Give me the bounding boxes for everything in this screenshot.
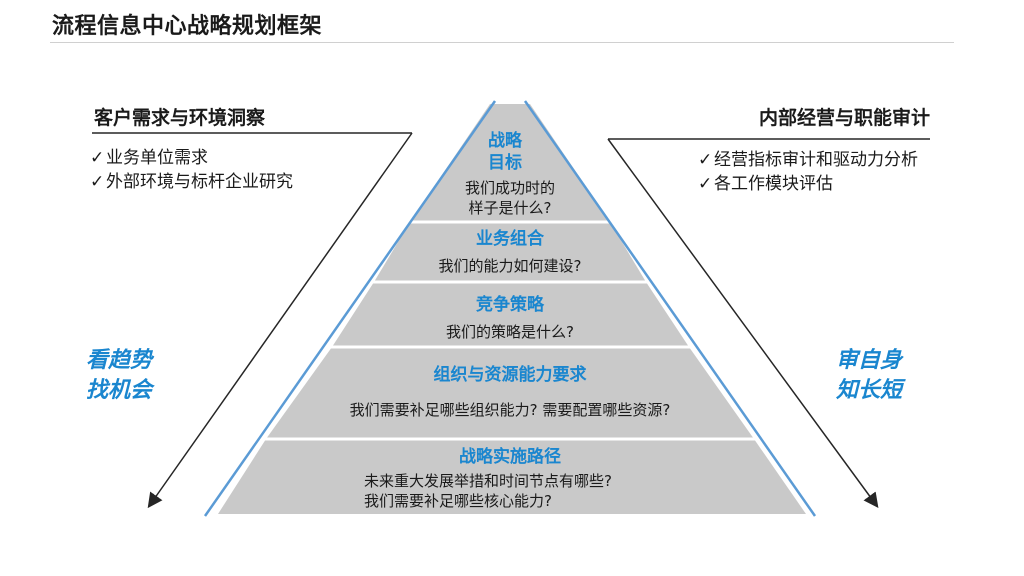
left-item: ✓外部环境与标杆企业研究 — [90, 172, 293, 192]
tier-4-title: 组织与资源能力要求 — [433, 365, 587, 385]
page-title: 流程信息中心战略规划框架 — [52, 14, 323, 39]
pyramid-outline-left — [203, 100, 497, 517]
check-icon: ✓ — [90, 148, 105, 168]
tier-3-title: 竞争策略 — [476, 295, 544, 315]
pyramid-tier-4 — [266, 347, 754, 439]
right-slogan: 审自身 知长短 — [836, 348, 903, 403]
check-icon: ✓ — [698, 150, 713, 170]
pyramid-tier-3 — [332, 282, 689, 347]
tier-1-question: 我们成功时的 样子是什么? — [464, 179, 555, 217]
left-arrow — [147, 132, 413, 509]
left-slogan: 看趋势 找机会 — [86, 348, 153, 403]
pyramid-tier-2 — [374, 222, 646, 282]
pyramid-tier-5 — [218, 439, 806, 514]
tier-2-question: 我们的能力如何建设? — [438, 257, 582, 275]
pyramid-tier-1 — [410, 104, 610, 222]
pyramid-outline-right — [523, 100, 817, 517]
right-item: ✓各工作模块评估 — [698, 174, 833, 194]
tier-4-question: 我们需要补足哪些组织能力? 需要配置哪些资源? — [349, 401, 671, 419]
tier-5-title: 战略实施路径 — [459, 447, 561, 467]
tier-1-title: 战略 目标 — [488, 131, 522, 173]
check-icon: ✓ — [90, 172, 105, 192]
title-divider — [50, 42, 954, 43]
tier-5-question: 未来重大发展举措和时间节点有哪些? 我们需要补足哪些核心能力? — [364, 472, 612, 510]
left-item: ✓业务单位需求 — [90, 148, 208, 168]
right-item: ✓经营指标审计和驱动力分析 — [698, 150, 918, 170]
tier-3-question: 我们的策略是什么? — [446, 323, 574, 341]
left-heading: 客户需求与环境洞察 — [94, 107, 266, 129]
right-arrow — [607, 138, 879, 509]
tier-2-title: 业务组合 — [476, 229, 544, 249]
left-checklist: ✓业务单位需求 ✓外部环境与标杆企业研究 — [90, 146, 370, 194]
right-heading: 内部经营与职能审计 — [758, 107, 930, 129]
check-icon: ✓ — [698, 174, 713, 194]
right-checklist: ✓经营指标审计和驱动力分析 ✓各工作模块评估 — [698, 148, 948, 196]
